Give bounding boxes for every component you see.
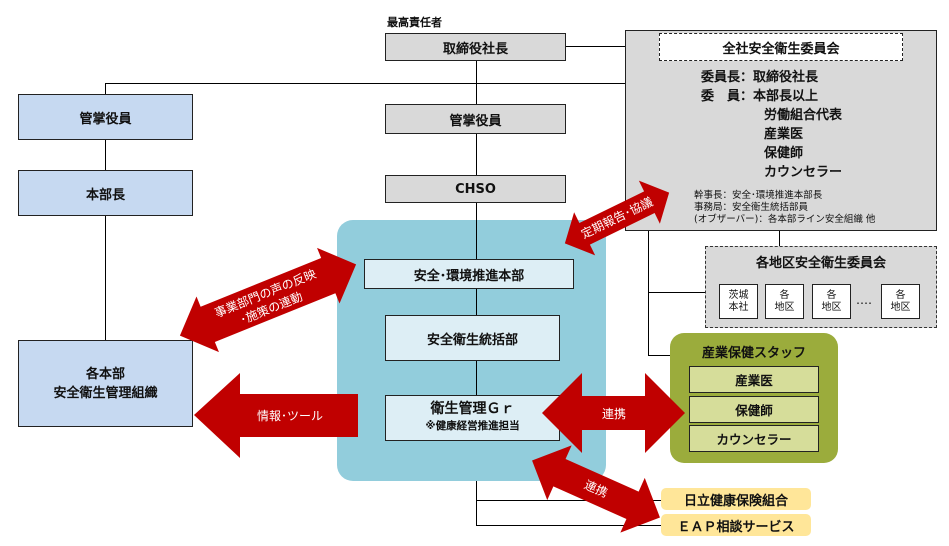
left-exec-label: 管掌役員 [79, 111, 132, 127]
division-org-line2: 安全衛生管理組織 [53, 385, 158, 401]
connector [476, 480, 478, 526]
regional-unit: 各地区 [812, 284, 851, 319]
health-insurance-box: 日立健康保険組合 [661, 488, 811, 510]
member-item: 保健師 [764, 146, 804, 161]
member-item: カウンセラー [764, 165, 843, 180]
hygiene-gr-label: 衛生管理Ｇｒ [430, 401, 515, 417]
health-staff-title: 産業保健スタッフ [701, 346, 806, 361]
promotion-hq-box: 安全･環境推進本部 [364, 259, 574, 289]
health-staff-item: 保健師 [689, 396, 819, 423]
division-org-box: 各本部 安全衛生管理組織 [18, 340, 193, 427]
regional-unit: 各地区 [881, 284, 920, 319]
committee-roster: 委員長：取締役社長 委 員：本部長以上 労働組合代表 産業医 保健師 カウンセラ… [701, 68, 842, 182]
member-item: 本部長以上 [753, 89, 819, 104]
top-caption: 最高責任者 [387, 16, 442, 29]
president-label: 取締役社長 [442, 41, 508, 57]
feedback-label-1: 事業部門の声の反映 [212, 266, 318, 320]
member-item: 労働組合代表 [764, 108, 843, 123]
connector [648, 292, 706, 294]
health-dept-box: 安全衛生統括部 [385, 315, 560, 361]
health-staff-item: カウンセラー [689, 425, 819, 452]
president-box: 取締役社長 [385, 33, 566, 61]
committee-note: 幹事長：安全･環境推進本部長 [694, 190, 823, 201]
connector [105, 83, 627, 85]
regional-unit: 茨城本社 [719, 284, 758, 319]
committee-note: (オブザーバー)：各本部ライン安全組織 他 [694, 214, 876, 225]
center-exec-box: 管掌役員 [385, 104, 566, 134]
regional-ellipsis: ‥‥ [856, 293, 873, 307]
committee-notes: 幹事長：安全･環境推進本部長 事務局：安全衛生統括部員 (オブザーバー)：各本部… [694, 190, 875, 226]
committee-note: 事務局：安全衛生統括部員 [694, 202, 809, 213]
connector [476, 525, 666, 527]
division-org-line1: 各本部 [85, 366, 125, 382]
chso-box: CHSO [385, 175, 566, 203]
chair-value: 取締役社長 [753, 70, 819, 85]
feedback-label-2: ･施策の連動 [238, 289, 304, 327]
connector [476, 220, 478, 400]
committee-box: 全社安全衛生委員会 委員長：取締役社長 委 員：本部長以上 労働組合代表 産業医… [625, 30, 937, 231]
center-exec-label: 管掌役員 [449, 113, 502, 129]
promotion-hq-label: 安全･環境推進本部 [413, 268, 525, 284]
info-tools-arrow: 情報･ツール [194, 373, 358, 458]
left-exec-box: 管掌役員 [18, 94, 193, 140]
eap-service-box: ＥＡＰ相談サービス [661, 514, 811, 536]
regional-unit: 各地区 [765, 284, 804, 319]
health-staff-box: 産業保健スタッフ 産業医 保健師 カウンセラー [670, 333, 838, 463]
chair-label: 委員長： [701, 70, 754, 85]
members-label: 委 員： [701, 89, 754, 104]
regional-title: 各地区安全衛生委員会 [755, 256, 886, 271]
hygiene-gr-box: 衛生管理Ｇｒ ※健康経営推進担当 [385, 395, 560, 441]
connector [648, 355, 678, 357]
division-head-label: 本部長 [85, 187, 125, 203]
health-staff-item: 産業医 [689, 366, 819, 393]
connector [779, 228, 781, 246]
info-tools-label: 情報･ツール [257, 409, 323, 423]
committee-title-box: 全社安全衛生委員会 [659, 33, 903, 61]
member-item: 産業医 [764, 127, 804, 142]
connector [565, 46, 627, 48]
chso-label: CHSO [455, 181, 496, 197]
committee-title: 全社安全衛生委員会 [722, 41, 840, 57]
health-dept-label: 安全衛生統括部 [426, 332, 518, 348]
division-head-box: 本部長 [18, 170, 193, 216]
hygiene-gr-note: ※健康経営推進担当 [425, 420, 520, 432]
regional-committee-box: 各地区安全衛生委員会 茨城本社 各地区 各地区 ‥‥ 各地区 [705, 246, 937, 328]
connector [476, 500, 666, 502]
